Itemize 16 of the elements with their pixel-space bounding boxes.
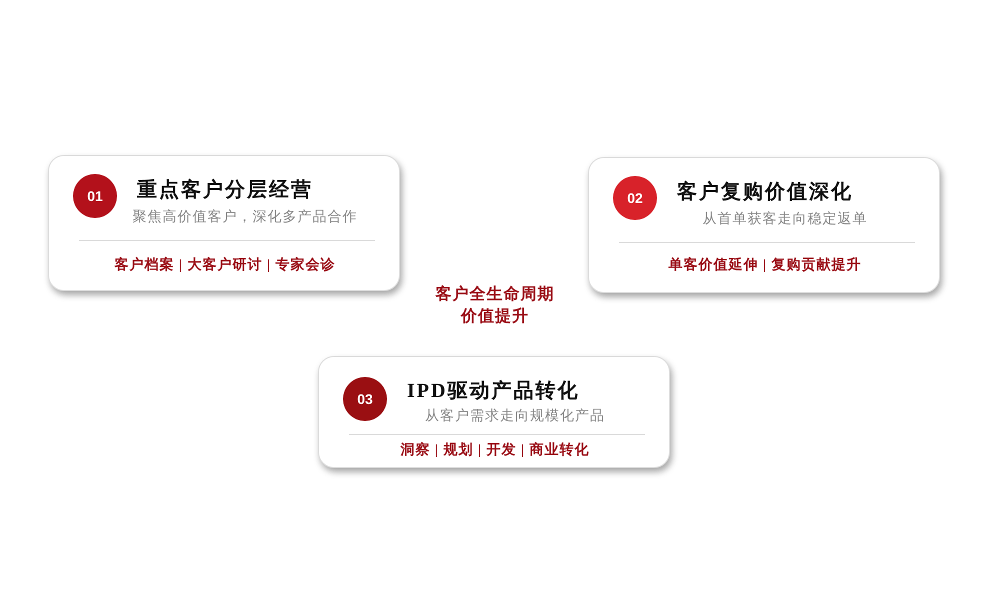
number-badge: 03 — [343, 377, 387, 421]
tag-list: 客户档案 | 大客户研讨 | 专家会诊 — [114, 256, 336, 274]
tag-list: 单客价值延伸 | 复购贡献提升 — [668, 256, 862, 274]
card — [318, 356, 670, 468]
number-badge: 01 — [73, 174, 117, 218]
card-title: 客户复购价值深化 — [677, 180, 853, 205]
card — [48, 155, 400, 291]
card-subtitle: 从首单获客走向稳定返单 — [702, 210, 868, 228]
card — [588, 157, 940, 293]
center-caption: 客户全生命周期价值提升 — [434, 284, 556, 327]
tag-list: 洞察 | 规划 | 开发 | 商业转化 — [400, 441, 590, 459]
card-title: IPD驱动产品转化 — [407, 378, 580, 404]
card-title: 重点客户分层经营 — [137, 178, 313, 203]
card-subtitle: 聚焦高价值客户，深化多产品合作 — [132, 208, 358, 226]
card-subtitle: 从客户需求走向规模化产品 — [425, 407, 605, 425]
number-badge: 02 — [613, 176, 657, 220]
